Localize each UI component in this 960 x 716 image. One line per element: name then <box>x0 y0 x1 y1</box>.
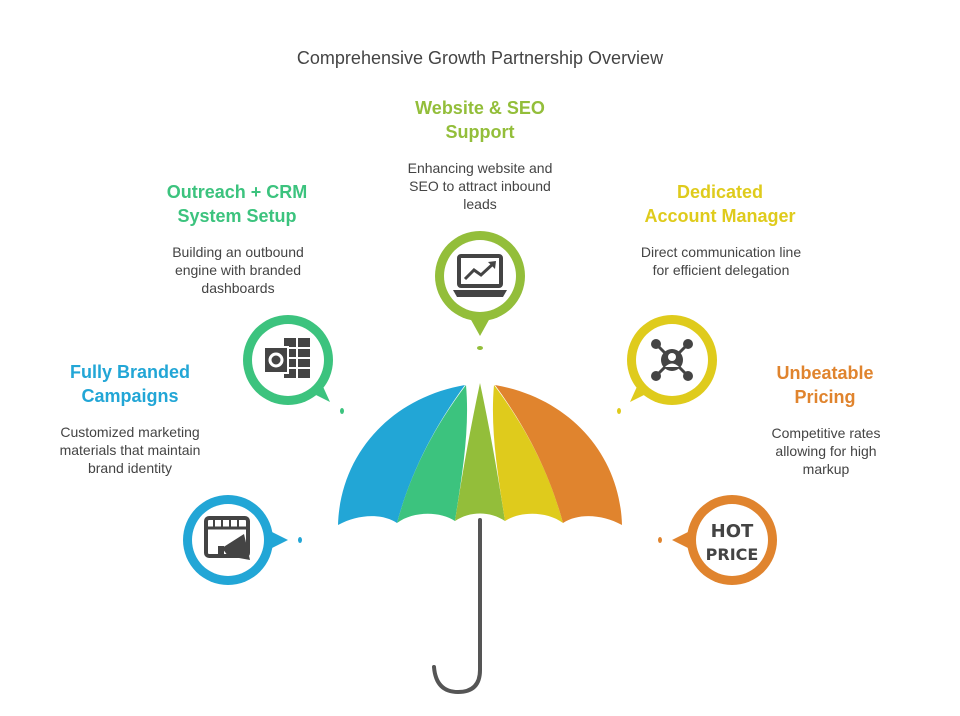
item-title-line2: Pricing <box>794 387 856 407</box>
bubble-outreach-crm <box>243 315 333 405</box>
item-description-outreach-crm: Building an outbound engine with branded… <box>172 244 304 296</box>
bubble-website-seo <box>435 231 525 336</box>
item-title-outreach-crm: Outreach + CRM System Setup <box>140 180 334 228</box>
umbrella-handle <box>432 518 482 695</box>
diagram-title: Comprehensive Growth Partnership Overvie… <box>296 48 664 68</box>
item-description-unbeatable-pricing: Competitive rates allowing for high mark… <box>771 425 881 477</box>
item-title-line2: Account Manager <box>644 206 796 226</box>
umbrella-panel-green <box>397 385 468 523</box>
item-title-line1: Fully Branded <box>69 362 190 382</box>
item-description-fully-branded-campaigns: Customized marketing materials that main… <box>59 424 201 476</box>
item-title-line2: Campaigns <box>81 386 179 406</box>
umbrella-panel-blue <box>338 385 465 525</box>
bubble-fully-branded-campaigns <box>183 495 288 585</box>
item-title-fully-branded-campaigns: Fully Branded Campaigns <box>38 360 222 408</box>
hot-price-icon-text-1: HOT <box>711 521 754 542</box>
item-description-account-manager: Direct communication line for efficient … <box>640 244 802 278</box>
item-title-line1: Unbeatable <box>776 363 874 383</box>
umbrella-panel-olive <box>455 383 505 521</box>
item-title-line1: Website & SEO <box>415 98 545 118</box>
person-network-icon <box>651 339 693 381</box>
hot-price-icon: HOT PRICE <box>706 521 759 564</box>
umbrella-panel-orange <box>495 385 622 525</box>
video-megaphone-icon <box>204 516 250 560</box>
laptop-chart-icon <box>453 254 507 297</box>
item-description-website-seo: Enhancing website and SEO to attract inb… <box>407 160 553 212</box>
hot-price-icon-text-2: PRICE <box>706 545 759 564</box>
bubble-account-manager <box>627 315 717 405</box>
item-title-line2: System Setup <box>177 206 297 226</box>
umbrella-panel-yellow <box>492 385 563 523</box>
item-title-account-manager: Dedicated Account Manager <box>620 180 820 228</box>
item-title-line2: Support <box>445 122 515 142</box>
pointer-dots <box>298 346 662 543</box>
outlook-grid-icon <box>263 338 310 378</box>
bubble-unbeatable-pricing: HOT PRICE <box>672 495 777 585</box>
item-title-unbeatable-pricing: Unbeatable Pricing <box>740 361 910 409</box>
item-title-line1: Outreach + CRM <box>166 182 308 202</box>
item-title-line1: Dedicated <box>676 182 764 202</box>
item-title-website-seo: Website & SEO Support <box>383 96 577 144</box>
